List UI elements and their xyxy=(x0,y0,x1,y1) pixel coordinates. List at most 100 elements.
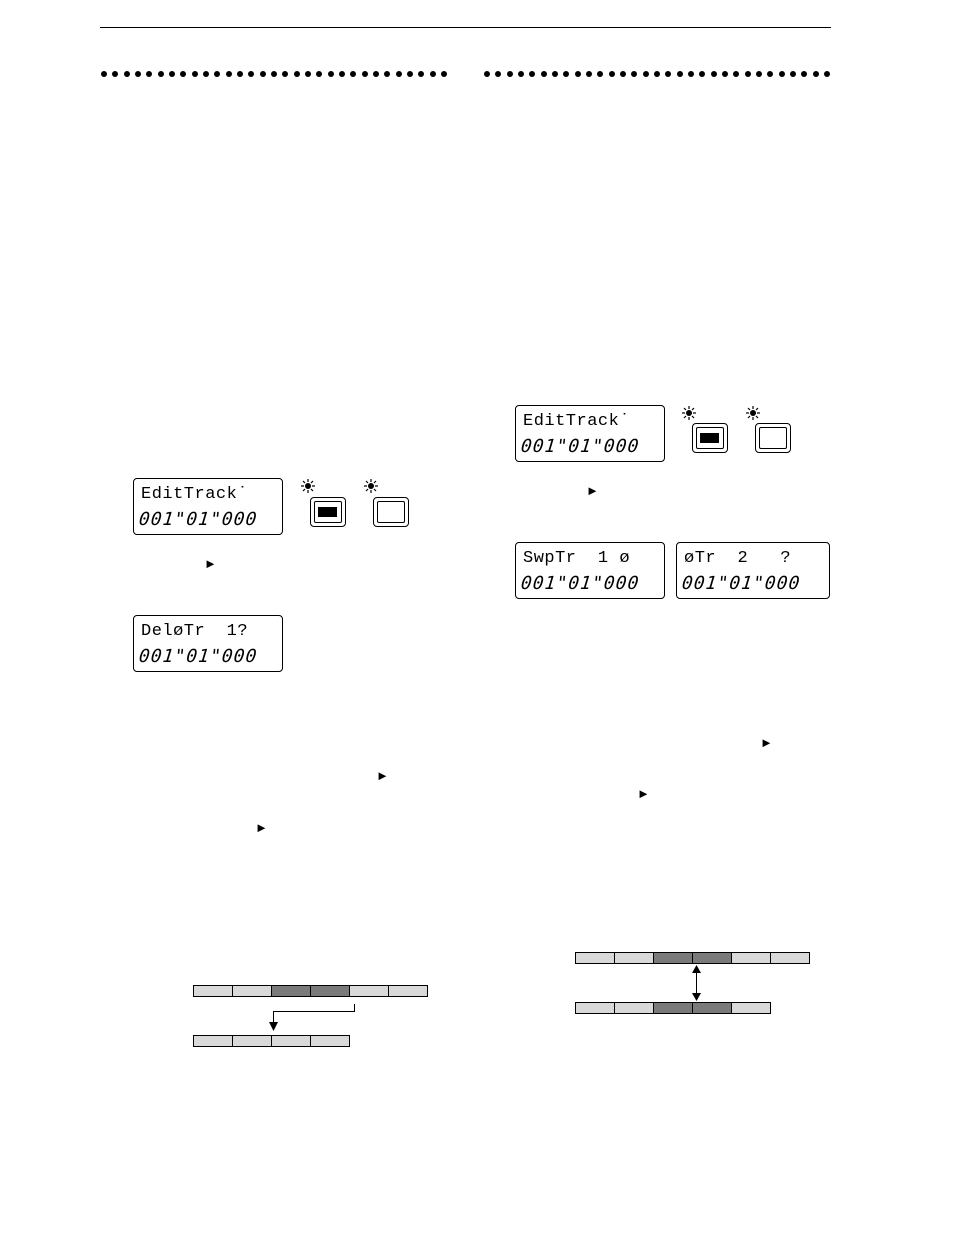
track-segment xyxy=(193,985,233,997)
track-segment xyxy=(232,1035,272,1047)
lcd-counter: 001"01"000 xyxy=(680,573,802,594)
dot xyxy=(574,71,581,77)
record-button[interactable] xyxy=(310,497,346,527)
dot xyxy=(214,71,221,77)
dot xyxy=(259,71,266,77)
dot xyxy=(282,71,289,77)
dot xyxy=(293,71,300,77)
play-button[interactable] xyxy=(755,423,791,453)
track-segment-selected xyxy=(271,985,311,997)
dot xyxy=(778,71,785,77)
record-button[interactable] xyxy=(692,423,728,453)
dot xyxy=(304,71,311,77)
led-blink-icon xyxy=(682,406,696,420)
arrow-down-icon xyxy=(692,993,701,1001)
play-arrow-icon: ► xyxy=(586,483,599,498)
dot xyxy=(823,71,830,77)
dot xyxy=(563,71,570,77)
track-segment xyxy=(310,1035,350,1047)
section-rule-left xyxy=(101,70,447,78)
dot xyxy=(801,71,808,77)
dot xyxy=(551,71,558,77)
dot xyxy=(406,71,413,77)
led-blink-icon xyxy=(301,479,315,493)
dot xyxy=(384,71,391,77)
dot xyxy=(812,71,819,77)
dot xyxy=(180,71,187,77)
dot xyxy=(112,71,119,77)
dot xyxy=(101,71,107,77)
dot xyxy=(585,71,592,77)
led-blink-icon xyxy=(364,479,378,493)
play-button[interactable] xyxy=(373,497,409,527)
dot xyxy=(338,71,345,77)
dot xyxy=(608,71,615,77)
dot xyxy=(202,71,209,77)
track-segment xyxy=(731,1002,771,1014)
arrow-up-icon xyxy=(692,965,701,973)
dot xyxy=(687,71,694,77)
button-indicator xyxy=(700,433,719,443)
arrow-down-icon xyxy=(269,1022,278,1031)
play-arrow-icon: ► xyxy=(204,556,217,571)
dot xyxy=(495,71,502,77)
dot xyxy=(529,71,536,77)
top-rule xyxy=(100,27,831,28)
dot xyxy=(733,71,740,77)
dot xyxy=(767,71,774,77)
dot xyxy=(361,71,368,77)
dot xyxy=(236,71,243,77)
dot xyxy=(270,71,277,77)
track-segment xyxy=(575,952,615,964)
dot xyxy=(418,71,425,77)
dot xyxy=(225,71,232,77)
dot xyxy=(676,71,683,77)
track-segment xyxy=(349,985,389,997)
dot xyxy=(642,71,649,77)
dot xyxy=(631,71,638,77)
bracket-line xyxy=(273,1011,355,1012)
track-segment-selected xyxy=(653,1002,693,1014)
dot xyxy=(316,71,323,77)
track-a xyxy=(575,952,810,964)
dot xyxy=(619,71,626,77)
track-before-delete xyxy=(193,985,428,997)
lcd-swap-track-dest: øTr 2 ? 001"01"000 xyxy=(676,542,830,599)
dot xyxy=(157,71,164,77)
track-segment xyxy=(770,952,810,964)
play-arrow-icon: ► xyxy=(255,820,268,835)
dot xyxy=(517,71,524,77)
dot xyxy=(789,71,796,77)
lcd-text-line1: øTr 2 ? xyxy=(684,549,792,568)
lcd-edit-track-right: EditTrack˙ 001"01"000 xyxy=(515,405,665,462)
lcd-swap-track-source: SwpTr 1 ø 001"01"000 xyxy=(515,542,665,599)
track-b xyxy=(575,1002,771,1014)
lcd-counter: 001"01"000 xyxy=(137,646,259,667)
dot xyxy=(597,71,604,77)
dot xyxy=(665,71,672,77)
dot xyxy=(146,71,153,77)
play-arrow-icon: ► xyxy=(637,786,650,801)
track-segment xyxy=(193,1035,233,1047)
track-segment xyxy=(575,1002,615,1014)
dot xyxy=(372,71,379,77)
play-arrow-icon: ► xyxy=(376,768,389,783)
track-after-delete xyxy=(193,1035,350,1047)
dot xyxy=(721,71,728,77)
track-segment xyxy=(388,985,428,997)
dot xyxy=(484,71,490,77)
lcd-edit-track-left: EditTrack˙ 001"01"000 xyxy=(133,478,283,535)
track-segment xyxy=(271,1035,311,1047)
button-indicator xyxy=(318,507,337,517)
dot xyxy=(134,71,141,77)
track-segment-selected xyxy=(692,952,732,964)
lcd-counter: 001"01"000 xyxy=(519,436,641,457)
track-segment-selected xyxy=(310,985,350,997)
dot xyxy=(755,71,762,77)
track-segment-selected xyxy=(692,1002,732,1014)
lcd-text-line1: DeløTr 1? xyxy=(141,622,249,641)
bracket-tick xyxy=(354,1004,355,1012)
dot xyxy=(440,71,447,77)
dot xyxy=(327,71,334,77)
track-segment xyxy=(731,952,771,964)
